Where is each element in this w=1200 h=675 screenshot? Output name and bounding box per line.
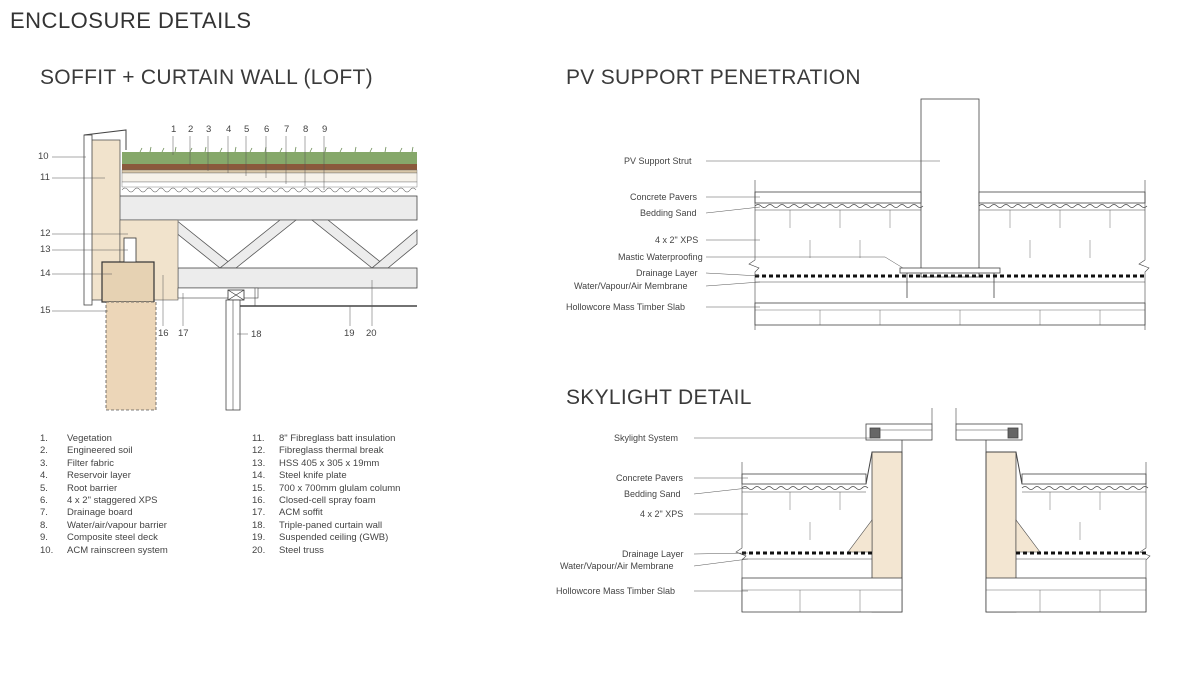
pv-slab	[754, 302, 1146, 326]
callout-5: 5	[244, 124, 250, 135]
vegetation-layer	[122, 152, 417, 164]
pv-leaders	[705, 160, 940, 308]
skylight-label-sand: Bedding Sand	[624, 489, 681, 499]
legend-item: 12.Fibreglass thermal break	[252, 445, 384, 457]
legend-right: 11.8" Fibreglass batt insulation 12.Fibr…	[252, 433, 400, 557]
callout-1: 1	[171, 124, 177, 135]
skylight-label-pavers: Concrete Pavers	[616, 473, 684, 483]
left-leaders	[52, 156, 128, 312]
skylight-label-drainage: Drainage Layer	[622, 549, 684, 559]
grass-blades	[139, 146, 414, 153]
legend-item: 8.Water/air/vapour barrier	[40, 519, 167, 531]
glulam-column	[105, 301, 157, 411]
skylight-sand-left	[741, 486, 869, 490]
drainage-board	[121, 181, 418, 188]
callout-2: 2	[188, 124, 194, 135]
pv-label-xps: 4 x 2" XPS	[655, 235, 699, 245]
pv-label-membrane: Water/Vapour/Air Membrane	[574, 281, 688, 291]
callout-8: 8	[303, 124, 309, 135]
bottom-leaders	[162, 275, 373, 335]
pv-label-slab: Hollowcore Mass Timber Slab	[566, 302, 686, 312]
callout-10: 10	[38, 151, 49, 162]
legend-item: 18.Triple-paned curtain wall	[252, 519, 383, 531]
composite-deck	[121, 187, 417, 193]
pv-support-strut	[920, 98, 980, 278]
callout-13: 13	[40, 244, 51, 255]
legend-item: 15.700 x 700mm glulam column	[252, 482, 401, 494]
callout-20: 20	[366, 328, 377, 339]
legend-item: 11.8" Fibreglass batt insulation	[252, 433, 396, 444]
skylight-slab-right	[985, 577, 1147, 613]
callout-19: 19	[344, 328, 355, 339]
legend-item: 2.Engineered soil	[40, 445, 133, 457]
top-leaders	[172, 136, 325, 190]
legend-item: 17.ACM soffit	[252, 507, 323, 519]
legend-left: 1.Vegetation 2.Engineered soil 3.Filter …	[40, 433, 168, 557]
skylight-leaders	[693, 437, 872, 592]
legend-item: 20.Steel truss	[252, 544, 324, 556]
skylight-frame-left	[865, 423, 933, 441]
callout-4: 4	[226, 124, 232, 135]
pv-label-sand: Bedding Sand	[640, 208, 697, 218]
pv-sand-right	[978, 204, 1148, 208]
page-title: ENCLOSURE DETAILS	[10, 8, 252, 33]
legend-item: 19.Suspended ceiling (GWB)	[252, 532, 389, 544]
legend-item: 6.4 x 2" staggered XPS	[40, 495, 158, 507]
pv-label-strut: PV Support Strut	[624, 156, 692, 166]
pv-label-drainage: Drainage Layer	[636, 268, 698, 278]
legend-item: 10.ACM rainscreen system	[40, 544, 168, 556]
pv-sand-left	[754, 204, 924, 208]
legend-item: 7.Drainage board	[40, 507, 133, 519]
callout-14: 14	[40, 268, 51, 279]
pv-label-pavers: Concrete Pavers	[630, 192, 698, 202]
callout-7: 7	[284, 124, 290, 135]
callout-12: 12	[40, 228, 51, 239]
legend-item: 5.Root barrier	[40, 482, 118, 494]
legend-item: 4.Reservoir layer	[40, 470, 131, 482]
pv-base-plate	[899, 267, 1001, 274]
soffit-section-title: SOFFIT + CURTAIN WALL (LOFT)	[40, 66, 373, 89]
legend-item: 14.Steel knife plate	[252, 470, 347, 482]
callout-18: 18	[251, 329, 262, 340]
skylight-label-slab: Hollowcore Mass Timber Slab	[556, 586, 676, 596]
pv-label-mastic: Mastic Waterproofing	[618, 252, 703, 262]
truss-top-chord	[103, 195, 418, 221]
callout-3: 3	[206, 124, 212, 135]
soil-layer	[122, 164, 417, 170]
parapet-cap	[83, 129, 127, 150]
skylight-slab-left	[741, 577, 903, 613]
pv-section-title: PV SUPPORT PENETRATION	[566, 66, 861, 89]
legend-item: 9.Composite steel deck	[40, 532, 158, 544]
acm-soffit	[177, 287, 259, 299]
callout-11: 11	[40, 172, 50, 183]
callout-6: 6	[264, 124, 270, 135]
legend-item: 16.Closed-cell spray foam	[252, 495, 376, 507]
skylight-label-system: Skylight System	[614, 433, 679, 443]
skylight-pavers-left	[741, 473, 867, 485]
skylight-label-membrane: Water/Vapour/Air Membrane	[560, 561, 674, 571]
callout-15: 15	[40, 305, 51, 316]
callout-9: 9	[322, 124, 328, 135]
skylight-label-xps: 4 x 2" XPS	[640, 509, 684, 519]
skylight-sand-right	[1021, 486, 1149, 490]
skylight-pavers-right	[1021, 473, 1147, 485]
legend-item: 3.Filter fabric	[40, 457, 114, 469]
callout-16: 16	[158, 328, 169, 339]
legend-item: 13.HSS 405 x 305 x 19mm	[252, 457, 380, 469]
skylight-section-title: SKYLIGHT DETAIL	[566, 386, 752, 409]
legend-item: 1.Vegetation	[40, 433, 112, 444]
skylight-frame-right	[955, 423, 1023, 441]
callout-17: 17	[178, 328, 189, 339]
